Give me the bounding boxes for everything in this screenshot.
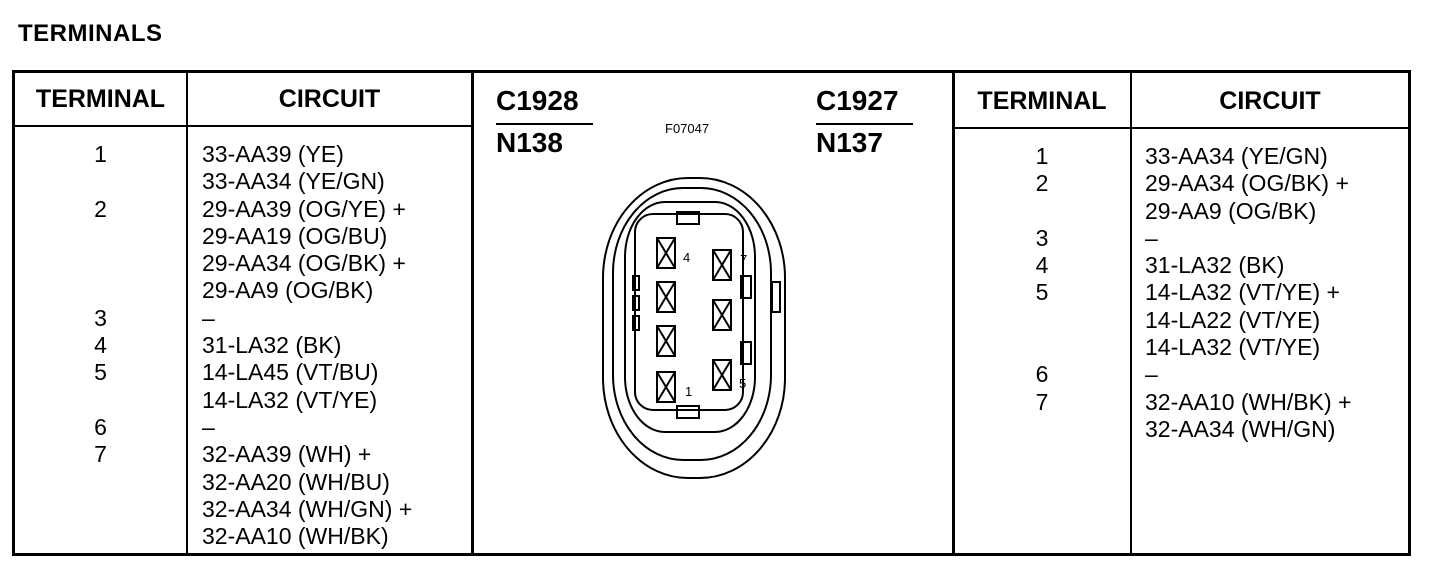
outer-key [771, 281, 781, 313]
right-table-start-divider [952, 73, 955, 553]
circuit-entry: 33-AA39 (YE) [202, 141, 344, 167]
right-latch [740, 275, 752, 299]
connector-cavity-frame [634, 213, 744, 411]
circuit-entry: 14-LA22 (VT/YE) [1145, 306, 1321, 333]
terminal-number [15, 223, 186, 250]
circuit-entry: 29-AA19 (OG/BU) [202, 222, 388, 249]
circuit-entry: 14-LA32 (VT/YE) [202, 386, 378, 413]
terminal-number: 1 [1035, 143, 1049, 169]
terminal-number: 3 [1035, 224, 1049, 251]
circuit-entry: 32-AA34 (WH/GN) [1145, 415, 1336, 442]
pin-4 [656, 237, 676, 269]
pin-6 [712, 299, 732, 331]
terminal-number: 7 [94, 441, 107, 468]
circuit-entry: 14-LA45 (VT/BU) [202, 359, 379, 386]
left-connector-subcode: N138 [496, 127, 563, 158]
terminal-number: 2 [94, 195, 107, 222]
terminal-number [954, 198, 1130, 225]
pin-5 [712, 359, 732, 391]
circuit-entry: 31-LA32 (BK) [202, 332, 342, 359]
left-column-divider [186, 73, 188, 553]
right-header-rule [954, 127, 1408, 129]
left-connector-code: C1928 [496, 85, 579, 116]
terminal-number: 5 [1035, 279, 1049, 306]
circuit-entry: – [202, 413, 215, 440]
terminal-number [15, 496, 186, 523]
right-column-divider [1130, 73, 1132, 553]
right-latch [740, 341, 752, 365]
pin-7 [712, 249, 732, 281]
figure-id: F07047 [665, 121, 710, 136]
circuit-entry: 14-LA32 (VT/YE) [1145, 334, 1321, 361]
pin-label-5: 5 [739, 376, 746, 391]
pin-2 [656, 325, 676, 357]
connector-mid-shell [612, 187, 772, 461]
terminal-number: 7 [1035, 388, 1049, 415]
circuit-entry: 29-AA34 (OG/BK) + [1145, 170, 1349, 197]
circuit-entry: – [202, 304, 215, 331]
left-table-end-divider [471, 73, 474, 553]
terminal-number: 3 [94, 304, 107, 331]
bottom-key [676, 405, 700, 419]
terminal-number: 4 [94, 332, 107, 359]
right-terminal-header: TERMINAL [977, 87, 1107, 115]
terminal-number: 1 [94, 141, 107, 167]
circuit-entry: 32-AA20 (WH/BU) [202, 468, 390, 495]
pin-1 [656, 371, 676, 403]
terminal-number: 2 [1035, 170, 1049, 197]
circuit-entry: 29-AA39 (OG/YE) + [202, 195, 406, 222]
right-circuit-header: CIRCUIT [1219, 87, 1321, 115]
terminal-number: 5 [94, 359, 107, 386]
terminal-number [15, 250, 186, 277]
left-code-rule [496, 123, 593, 125]
left-header-rule [15, 125, 473, 127]
terminal-number [15, 168, 186, 195]
terminal-number: 6 [1035, 361, 1049, 388]
pin-label-1: 1 [685, 384, 692, 399]
terminal-number [954, 416, 1130, 443]
circuit-entry: 33-AA34 (YE/GN) [202, 168, 385, 195]
terminal-number [954, 334, 1130, 361]
circuit-entry: 29-AA9 (OG/BK) [202, 277, 374, 304]
circuit-entry: 32-AA34 (WH/GN) + [202, 495, 413, 522]
circuit-entry: – [1145, 361, 1158, 388]
connector-outer-shell [602, 177, 786, 479]
terminal-number [15, 523, 186, 550]
terminal-number [15, 469, 186, 496]
pin-label-7: 7 [740, 252, 747, 267]
connector-face-diagram: 4 7 1 5 [602, 177, 786, 479]
circuit-entry: 31-LA32 (BK) [1145, 252, 1285, 279]
connector-inner-body [624, 201, 756, 433]
circuit-entry: 29-AA9 (OG/BK) [1145, 197, 1317, 224]
circuit-entry: – [1145, 224, 1158, 251]
left-circuit-header: CIRCUIT [278, 85, 381, 113]
left-circuit-column: 33-AA39 (YE)33-AA34 (YE/GN)29-AA39 (OG/Y… [202, 141, 412, 550]
left-latch [632, 315, 640, 331]
circuit-entry: 32-AA10 (WH/BK) [202, 523, 389, 550]
right-circuit-column: 33-AA34 (YE/GN)29-AA34 (OG/BK) +29-AA9 (… [1145, 143, 1351, 443]
circuit-entry: 32-AA10 (WH/BK) + [1145, 388, 1352, 415]
terminal-number: 4 [1035, 252, 1049, 279]
circuit-entry: 14-LA32 (VT/YE) + [1145, 279, 1340, 306]
pin-label-4: 4 [683, 250, 690, 265]
left-latch [632, 275, 640, 291]
left-latch [632, 295, 640, 311]
right-connector-code: C1927 [816, 85, 899, 116]
terminal-number: 6 [94, 413, 107, 440]
circuit-entry: 29-AA34 (OG/BK) + [202, 250, 406, 277]
section-title: TERMINALS [18, 20, 163, 47]
terminal-number [15, 387, 186, 414]
circuit-entry: 32-AA39 (WH) + [202, 441, 372, 468]
top-key [676, 211, 700, 225]
terminal-number [15, 277, 186, 304]
circuit-entry: 33-AA34 (YE/GN) [1145, 143, 1328, 169]
right-connector-subcode: N137 [816, 127, 883, 158]
pin-3 [656, 281, 676, 313]
left-terminal-header: TERMINAL [35, 85, 166, 113]
right-code-rule [816, 123, 913, 125]
terminal-number [954, 307, 1130, 334]
